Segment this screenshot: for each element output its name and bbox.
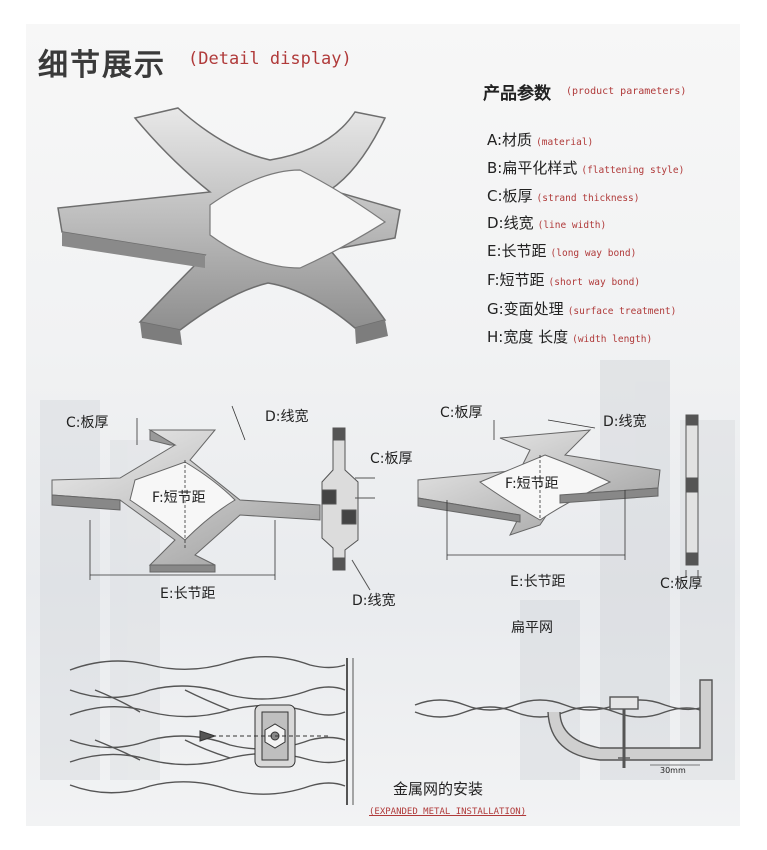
param-item-size: H:宽度 长度(width length)	[487, 328, 653, 346]
left-label-short-bond: F:短节距	[152, 490, 206, 506]
left-mesh-drawing	[51, 429, 321, 573]
page-title: 细节展示	[38, 48, 166, 83]
right-label-long-bond: E:长节距	[510, 574, 566, 590]
left-side-label-thickness: C:板厚	[370, 451, 413, 467]
installation-title-english: (EXPANDED METAL INSTALLATION)	[369, 807, 527, 817]
install-left-mesh	[69, 656, 354, 805]
left-label-long-bond: E:长节距	[160, 586, 216, 602]
right-side-label-thickness: C:板厚	[660, 576, 703, 592]
page-title-english: (Detail display)	[188, 49, 352, 69]
left-label-thickness: C:板厚	[66, 415, 109, 431]
right-side-profile	[685, 414, 699, 578]
param-item-short-bond: F:短节距(short way bond)	[487, 271, 641, 289]
param-item-material: A:材质(material)	[487, 131, 594, 149]
params-title: 产品参数	[483, 84, 551, 104]
right-label-thickness: C:板厚	[440, 405, 483, 421]
param-item-width: D:线宽(line width)	[487, 214, 607, 232]
left-side-label-width: D:线宽	[352, 593, 396, 609]
install-clamp	[199, 704, 330, 768]
left-dimension-lines	[89, 405, 276, 580]
right-label-short-bond: F:短节距	[505, 476, 559, 492]
left-side-profile	[321, 427, 375, 591]
install-dimension-label: 30mm	[660, 766, 686, 775]
param-item-surface: G:变面处理(surface treatment)	[487, 300, 677, 318]
param-item-thickness: C:板厚(strand thickness)	[487, 187, 640, 205]
left-label-width: D:线宽	[265, 409, 309, 425]
param-item-flattening: B:扁平化样式(flattening style)	[487, 159, 685, 177]
params-title-english: (product parameters)	[566, 86, 687, 97]
right-label-width: D:线宽	[603, 414, 647, 430]
right-dimension-lines	[446, 419, 626, 560]
installation-title: 金属网的安装	[393, 780, 484, 798]
param-item-long-bond: E:长节距(long way bond)	[487, 242, 637, 260]
large-mesh-cell	[57, 107, 401, 345]
install-right-profile	[414, 679, 713, 768]
right-mesh-drawing	[417, 429, 661, 536]
flattened-mesh-caption: 扁平网	[511, 620, 553, 636]
